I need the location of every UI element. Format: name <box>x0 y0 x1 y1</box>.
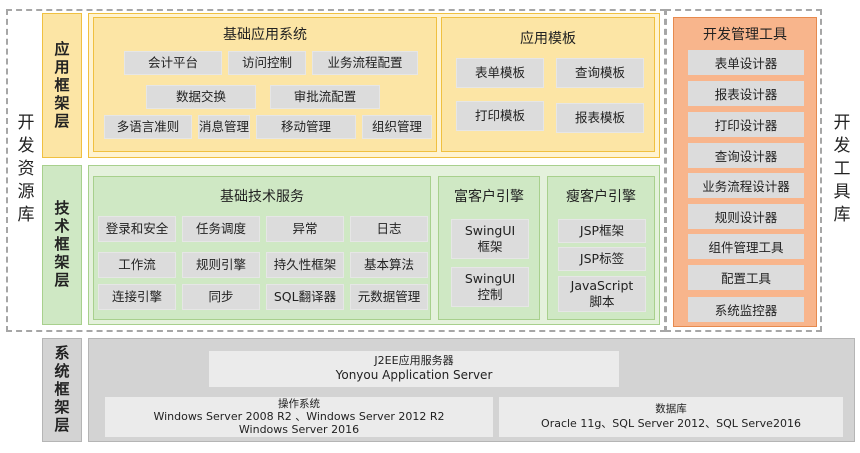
tech-basic-item: 连接引擎 <box>98 284 176 310</box>
os-title: 操作系统 <box>278 397 320 410</box>
system-layer-label: 系统框架层 <box>42 338 82 442</box>
app-basic-item: 数据交换 <box>146 85 256 109</box>
app-template-item: 表单模板 <box>456 58 544 88</box>
tech-basic-title: 基础技术服务 <box>220 189 304 205</box>
rich-client-item: SwingUI 框架 <box>451 219 529 259</box>
app-template-panel: 应用模板 表单模板 查询模板 打印模板 报表模板 <box>441 17 655 152</box>
dev-tool-item: 打印设计器 <box>688 112 804 137</box>
thin-client-item: JSP框架 <box>558 219 646 243</box>
dev-tool-item: 配置工具 <box>688 265 804 290</box>
app-basic-item: 审批流配置 <box>270 85 380 109</box>
os-box: 操作系统 Windows Server 2008 R2 、Windows Ser… <box>105 397 493 437</box>
app-basic-item: 会计平台 <box>124 51 222 75</box>
dev-tool-item: 报表设计器 <box>688 81 804 106</box>
dev-tools-title: 开发管理工具 <box>703 27 787 43</box>
app-template-item: 查询模板 <box>556 58 644 88</box>
app-server-box: J2EE应用服务器 Yonyou Application Server <box>209 351 619 387</box>
tech-basic-item: 基本算法 <box>350 252 428 278</box>
app-server-name: Yonyou Application Server <box>335 368 493 383</box>
dev-tool-item: 表单设计器 <box>688 50 804 75</box>
rich-client-panel: 富客户引擎 SwingUI 框架 SwingUI 控制 <box>438 176 540 320</box>
tech-basic-item: 工作流 <box>98 252 176 278</box>
dev-tools-frame <box>665 9 822 332</box>
tech-basic-item: 登录和安全 <box>98 216 176 242</box>
app-layer-label: 应用框架层 <box>42 13 82 158</box>
app-basic-title: 基础应用系统 <box>223 27 307 43</box>
rich-client-title: 富客户引擎 <box>454 189 524 205</box>
app-basic-item: 访问控制 <box>228 51 306 75</box>
dev-tools-label: 开发工具库 <box>829 112 850 228</box>
app-template-item: 报表模板 <box>556 103 644 133</box>
tech-basic-item: 持久性框架 <box>266 252 344 278</box>
app-basic-item: 多语言准则 <box>104 115 192 139</box>
tech-basic-panel: 基础技术服务 登录和安全 任务调度 异常 日志 工作流 规则引擎 持久性框架 基… <box>93 176 431 320</box>
thin-client-item: JavaScript 脚本 <box>558 276 646 312</box>
app-basic-item: 业务流程配置 <box>312 51 418 75</box>
db-title: 数据库 <box>655 403 687 416</box>
dev-tool-item: 系统监控器 <box>688 297 804 322</box>
dev-tool-item: 组件管理工具 <box>688 234 804 259</box>
tech-basic-item: 任务调度 <box>182 216 260 242</box>
dev-tools-panel: 开发管理工具 表单设计器 报表设计器 打印设计器 查询设计器 业务流程设计器 规… <box>673 17 817 327</box>
tech-basic-item: SQL翻译器 <box>266 284 344 310</box>
db-versions: Oracle 11g、SQL Server 2012、SQL Serve2016 <box>541 416 801 430</box>
tech-basic-item: 规则引擎 <box>182 252 260 278</box>
app-basic-item: 组织管理 <box>362 115 432 139</box>
tech-basic-item: 同步 <box>182 284 260 310</box>
app-basic-panel: 基础应用系统 会计平台 访问控制 业务流程配置 数据交换 审批流配置 多语言准则… <box>93 17 437 152</box>
tech-basic-item: 异常 <box>266 216 344 242</box>
tech-basic-item: 日志 <box>350 216 428 242</box>
dev-tool-item: 业务流程设计器 <box>688 173 804 198</box>
app-template-title: 应用模板 <box>520 31 576 47</box>
db-box: 数据库 Oracle 11g、SQL Server 2012、SQL Serve… <box>499 397 843 437</box>
dev-tool-item: 规则设计器 <box>688 204 804 229</box>
thin-client-panel: 瘦客户引擎 JSP框架 JSP标签 JavaScript 脚本 <box>547 176 655 320</box>
dev-tool-item: 查询设计器 <box>688 143 804 168</box>
rich-client-item: SwingUI 控制 <box>451 267 529 307</box>
os-versions: Windows Server 2008 R2 、Windows Server 2… <box>153 410 445 424</box>
tech-basic-item: 元数据管理 <box>350 284 428 310</box>
tech-layer-label: 技术框架层 <box>42 165 82 325</box>
app-basic-item: 消息管理 <box>198 115 250 139</box>
dev-resource-label: 开发资源库 <box>13 112 34 228</box>
system-layer-panel: J2EE应用服务器 Yonyou Application Server 操作系统… <box>88 338 855 442</box>
os-versions-2: Windows Server 2016 <box>238 423 360 437</box>
app-server-title: J2EE应用服务器 <box>374 354 454 368</box>
app-template-item: 打印模板 <box>456 101 544 131</box>
app-basic-item: 移动管理 <box>256 115 356 139</box>
thin-client-title: 瘦客户引擎 <box>566 189 636 205</box>
thin-client-item: JSP标签 <box>558 247 646 271</box>
